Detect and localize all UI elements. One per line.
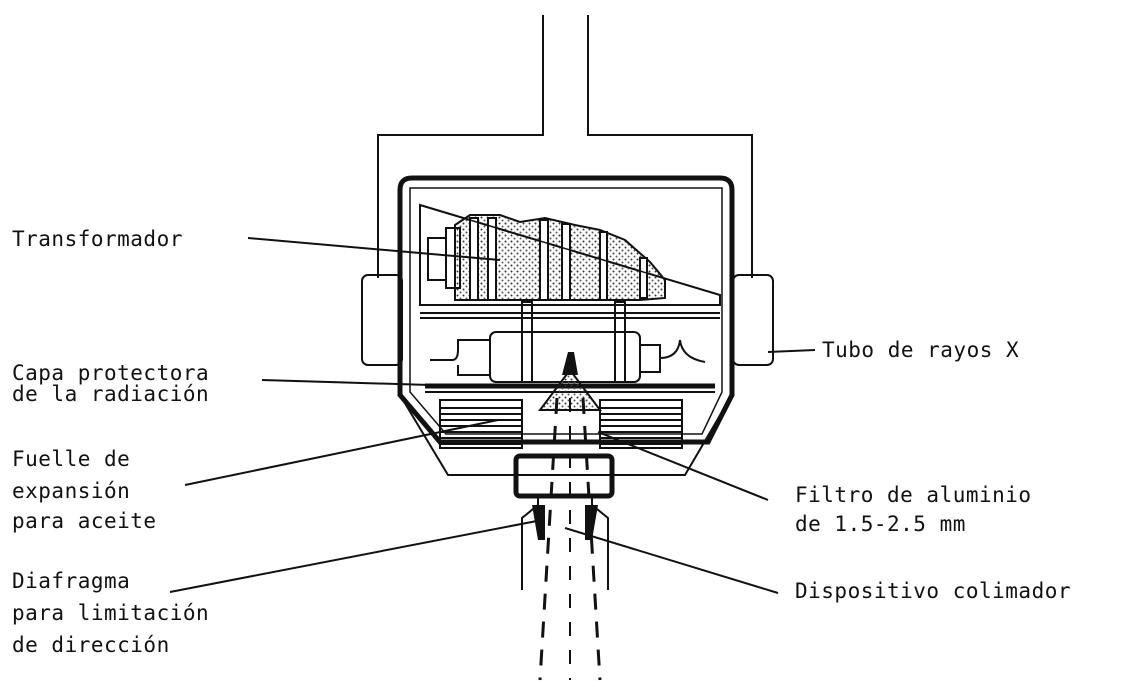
label-filtro-line1: Filtro de aluminio [795, 483, 1032, 507]
transformer [419, 203, 721, 306]
oil-expansion-bellows [439, 399, 683, 449]
label-tubo: Tubo de rayos X [822, 338, 1019, 362]
leader-diafragma [169, 519, 543, 593]
leader-fuelle [184, 419, 499, 486]
label-diafragma-line1: Diafragma [12, 569, 130, 593]
xray-tube [420, 301, 720, 383]
leader-capa [261, 379, 431, 386]
label-filtro-line2: de 1.5-2.5 mm [795, 512, 966, 536]
leader-filtro [597, 431, 769, 501]
leader-colimador [564, 527, 779, 594]
label-transformador: Transformador [12, 227, 183, 251]
label-capa-line2: de la radiación [12, 382, 209, 406]
label-capa-line1: Capa protectora [12, 361, 209, 385]
xray-beam [538, 397, 602, 681]
label-fuelle-line2: expansión [12, 479, 130, 503]
label-fuelle-line3: para aceite [12, 509, 157, 533]
label-fuelle-line1: Fuelle de [12, 447, 130, 471]
leader-transformador [247, 237, 501, 261]
label-diafragma-line2: para limitación [12, 601, 209, 625]
right-mount-block [732, 274, 774, 366]
label-diafragma-line3: de dirección [12, 633, 170, 657]
leader-tubo [767, 349, 816, 353]
suspension-yoke [377, 15, 753, 278]
label-colimador: Dispositivo colimador [795, 579, 1071, 603]
left-mount-block [361, 274, 403, 366]
